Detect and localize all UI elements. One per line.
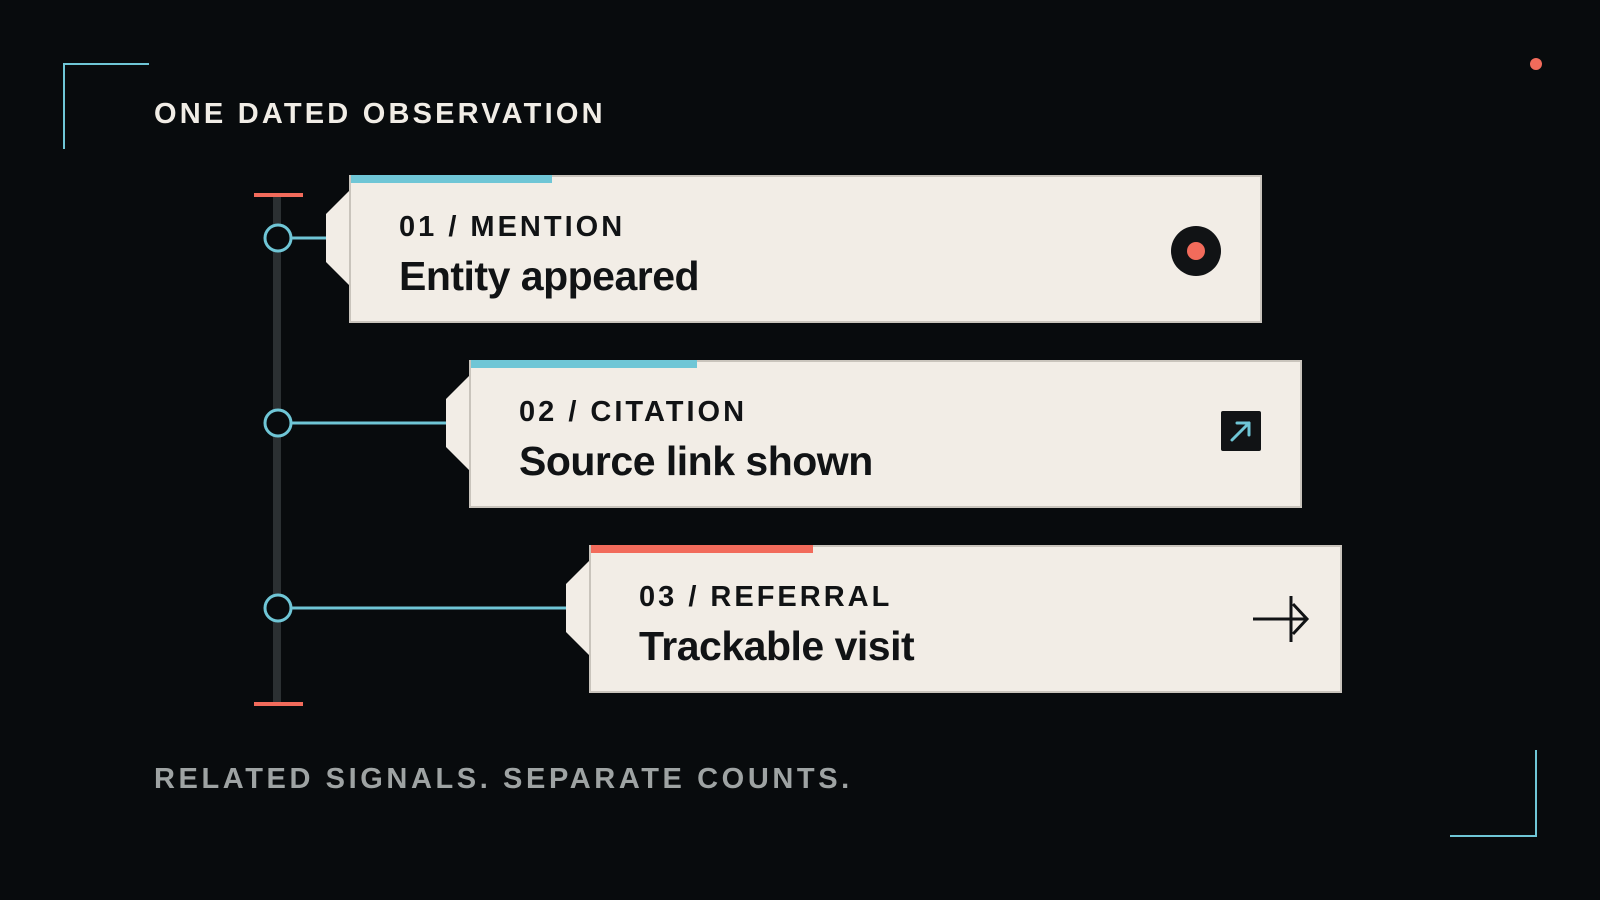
card-notch-3 [566, 560, 590, 656]
step-card-referral: 03 / REFERRAL Trackable visit [589, 545, 1342, 693]
card-accent-bar [351, 175, 552, 183]
arrow-right-icon [1251, 594, 1311, 644]
timeline-start-cap [254, 193, 303, 197]
record-icon [1171, 226, 1221, 276]
timeline-end-cap [254, 702, 303, 706]
accent-dot [1530, 58, 1542, 70]
step-card-citation: 02 / CITATION Source link shown [469, 360, 1302, 508]
card-accent-bar [591, 545, 813, 553]
footer-caption: RELATED SIGNALS. SEPARATE COUNTS. [154, 763, 853, 795]
timeline-spine [273, 196, 281, 704]
card-notch-2 [446, 375, 470, 471]
corner-bracket-bottom-right [1450, 750, 1537, 837]
external-link-icon [1221, 411, 1261, 451]
timeline-node-1 [263, 223, 293, 253]
step-label: 03 / REFERRAL [639, 581, 893, 613]
step-card-mention: 01 / MENTION Entity appeared [349, 175, 1262, 323]
step-label: 01 / MENTION [399, 211, 626, 243]
timeline-node-3 [263, 593, 293, 623]
step-title: Trackable visit [639, 623, 915, 669]
step-title: Entity appeared [399, 253, 700, 299]
timeline-node-2 [263, 408, 293, 438]
slide-heading: ONE DATED OBSERVATION [154, 98, 606, 130]
step-title: Source link shown [519, 438, 873, 484]
step-label: 02 / CITATION [519, 396, 748, 428]
card-accent-bar [471, 360, 697, 368]
corner-bracket-top-left [63, 63, 149, 149]
card-notch-1 [326, 190, 350, 286]
